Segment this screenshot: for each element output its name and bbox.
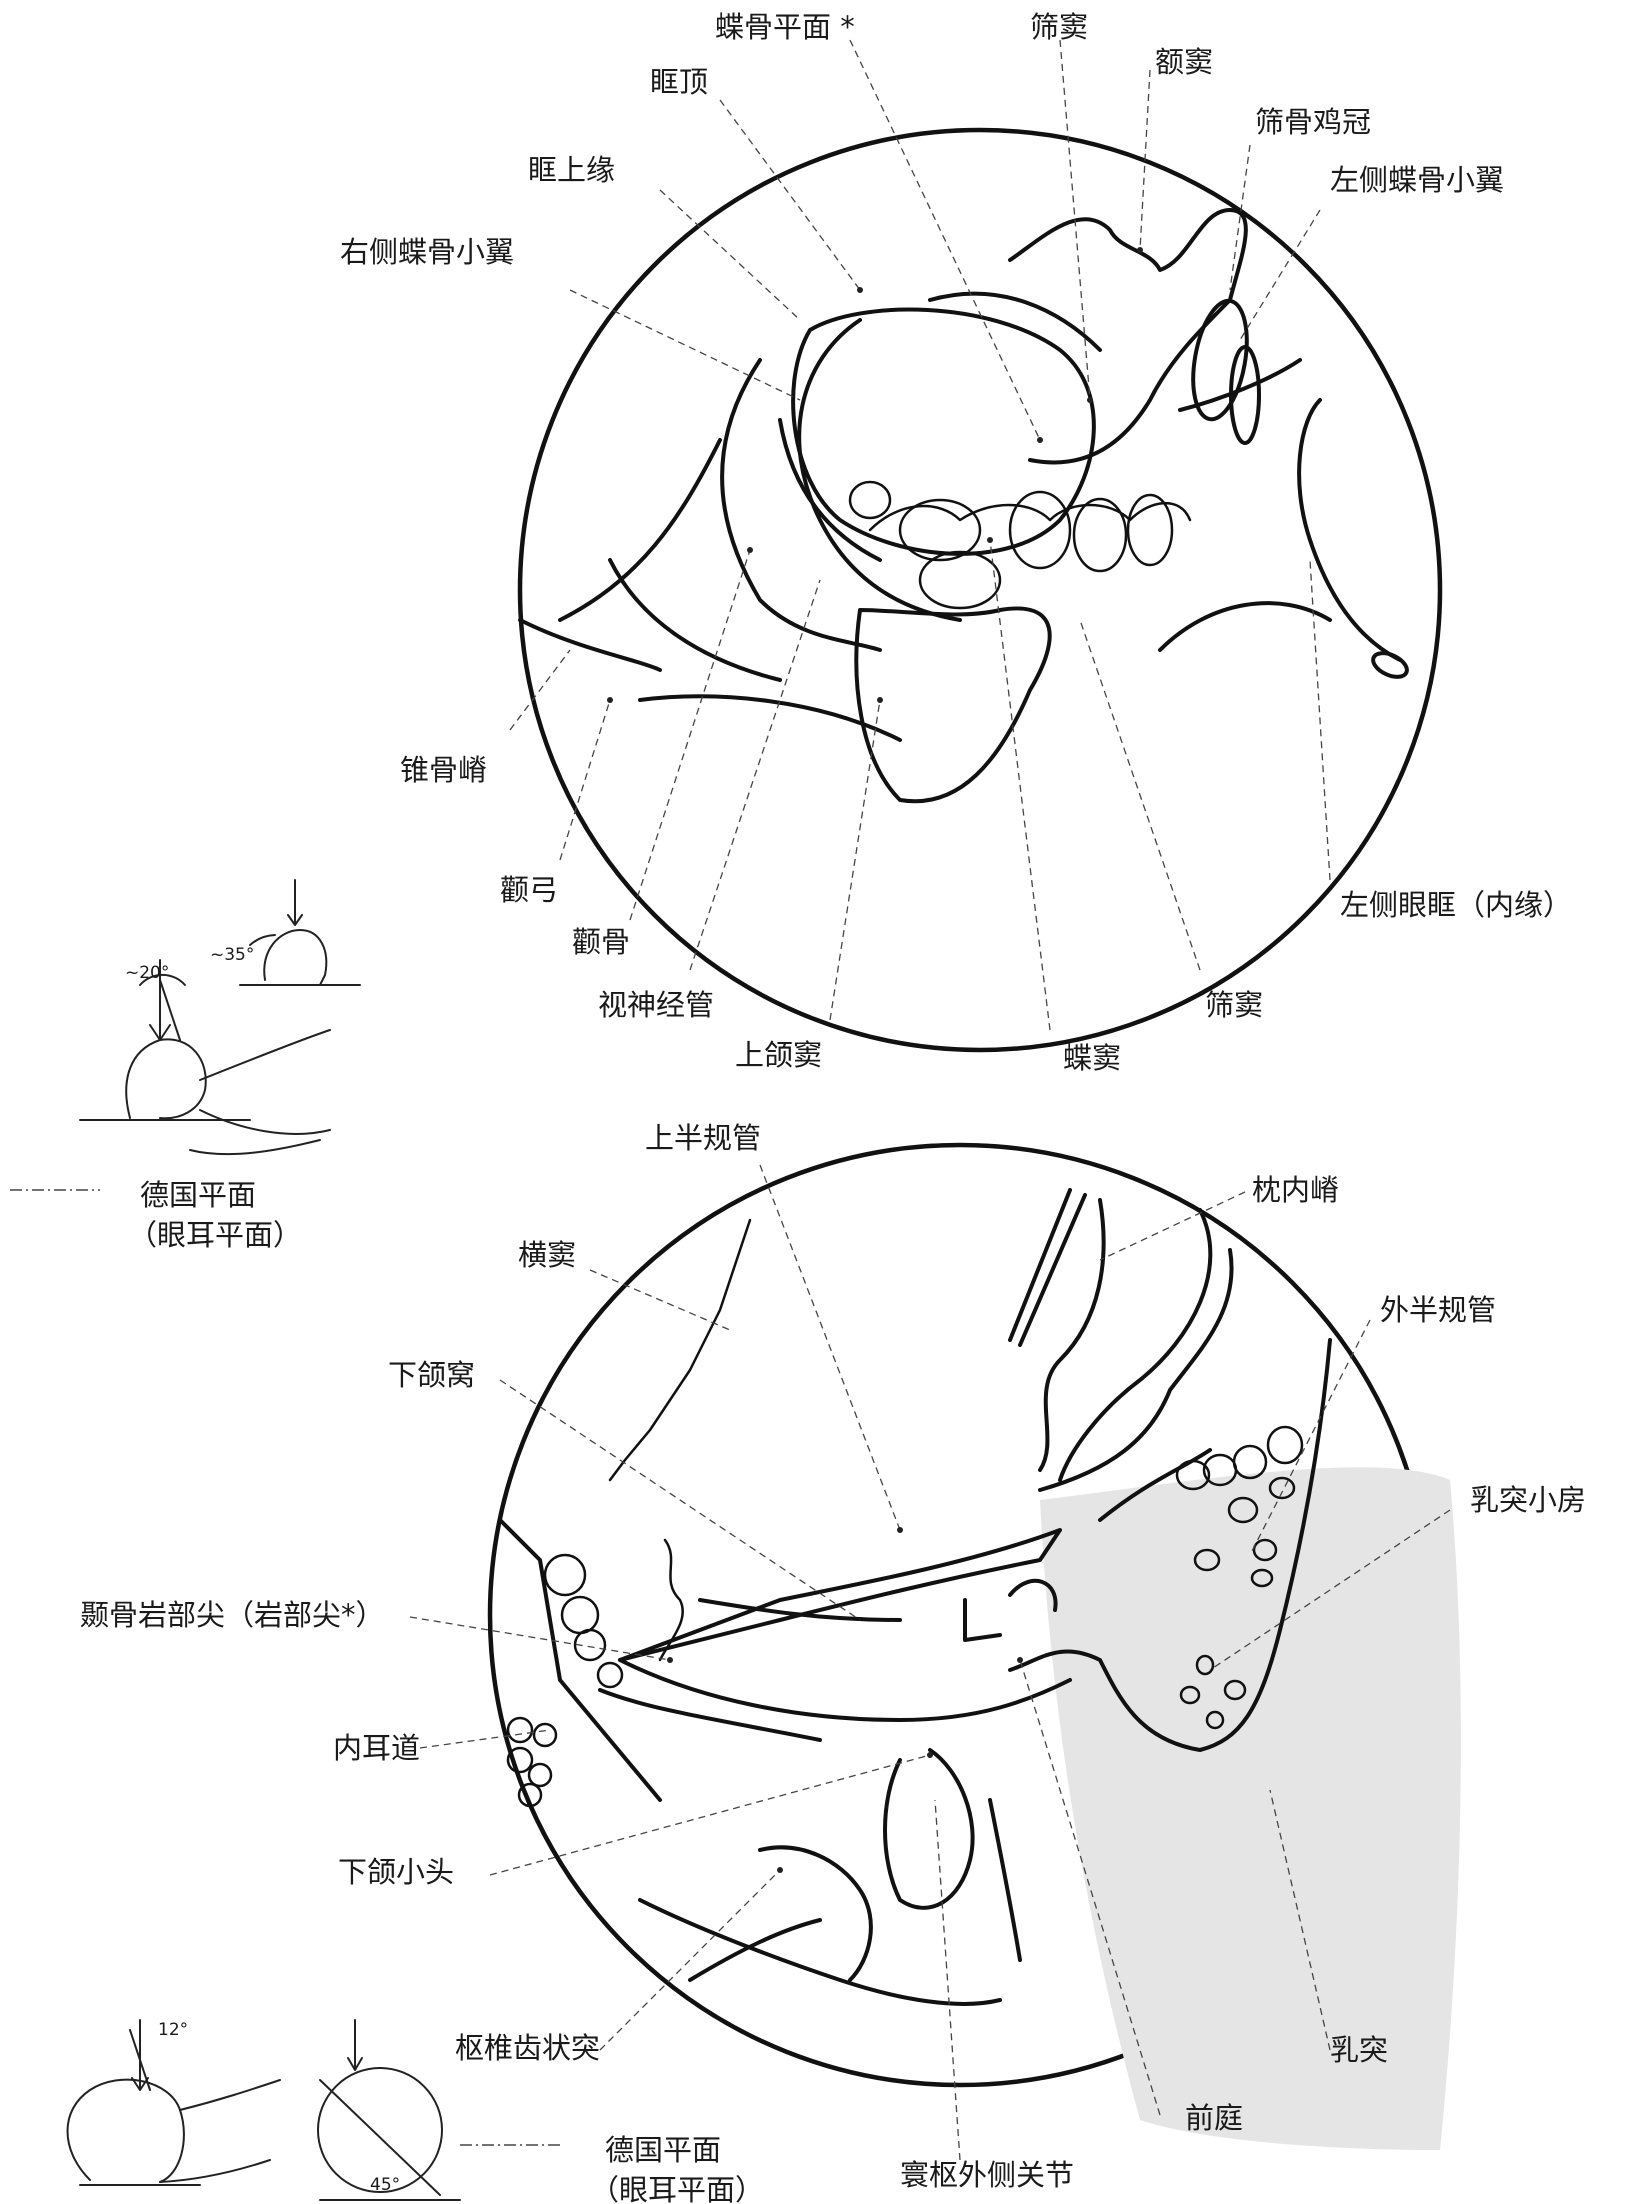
- label-optic-canal: 视神经管: [598, 988, 714, 1022]
- bottom-leader-lines: [409, 1164, 1451, 2161]
- label-ethmoid-sinus-top: 筛窦: [1030, 10, 1088, 44]
- watermark-stamp: [1040, 1467, 1461, 2150]
- label-atlanto-occipital-joint: 寰枢外侧关节: [900, 2158, 1074, 2192]
- label-crista-galli: 筛骨鸡冠: [1255, 105, 1371, 139]
- top-leader-lines: [509, 39, 1331, 1031]
- label-maxillary-sinus: 上颌窦: [735, 1038, 822, 1072]
- top-view-circle: [517, 127, 1443, 1053]
- label-angle-top-1: ~20°: [125, 963, 169, 983]
- label-legend-plane-sub-bottom: （眼耳平面）: [590, 2173, 764, 2204]
- label-angle-top-2: ~35°: [210, 945, 254, 965]
- label-legend-plane-sub-top: （眼耳平面）: [128, 1218, 302, 1252]
- label-mandibular-condyle: 下颌小头: [338, 1855, 454, 1889]
- label-zygomatic-bone: 颧骨: [572, 925, 630, 959]
- label-petrous-apex: 颞骨岩部尖（岩部尖*）: [80, 1598, 385, 1632]
- label-dens: 枢椎齿状突: [455, 2031, 600, 2065]
- label-superior-canal: 上半规管: [645, 1121, 761, 1155]
- top-anatomy-drawing: [518, 208, 1409, 804]
- label-lateral-canal: 外半规管: [1380, 1293, 1496, 1327]
- label-right-lesser-wing: 右侧蝶骨小翼: [340, 235, 514, 269]
- label-frontal-sinus: 额窦: [1155, 45, 1213, 79]
- label-mandibular-fossa: 下颌窝: [388, 1358, 475, 1392]
- label-transverse-sinus: 横窦: [518, 1238, 576, 1272]
- label-internal-auditory-canal: 内耳道: [333, 1731, 420, 1765]
- label-ethmoid-sinus-bottom: 筛窦: [1205, 988, 1263, 1022]
- top-positioning-sketch: ~20° ~35° 德国平面 （眼耳平面）: [10, 879, 361, 1252]
- label-left-lesser-wing: 左侧蝶骨小翼: [1330, 163, 1504, 197]
- label-innominate-line: 锥骨嵴: [400, 753, 487, 787]
- label-mastoid-cells: 乳突小房: [1470, 1483, 1586, 1517]
- label-supraorbital-margin: 眶上缘: [528, 153, 615, 187]
- bottom-labels: 上半规管 枕内嵴 横窦 外半规管 下颌窝 乳突小房 颞骨岩部尖（岩部尖*） 内耳…: [80, 1121, 1586, 2192]
- top-labels: 蝶骨平面 * 筛窦 额窦 眶顶 筛骨鸡冠 左侧蝶骨小翼 眶上缘 右侧蝶骨小翼 锥…: [340, 10, 1572, 1075]
- label-mastoid: 乳突: [1330, 2033, 1388, 2067]
- label-angle-bottom-2: 45°: [370, 2175, 400, 2195]
- label-vestibule: 前庭: [1185, 2101, 1243, 2135]
- label-legend-plane-top: 德国平面: [140, 1178, 256, 1212]
- bottom-panel: 上半规管 枕内嵴 横窦 外半规管 下颌窝 乳突小房 颞骨岩部尖（岩部尖*） 内耳…: [66, 1121, 1586, 2204]
- label-orbital-roof: 眶顶: [650, 65, 708, 99]
- label-sphenoid-sinus: 蝶窦: [1063, 1041, 1121, 1075]
- label-legend-plane-bottom: 德国平面: [605, 2133, 721, 2167]
- top-panel: 蝶骨平面 * 筛窦 额窦 眶顶 筛骨鸡冠 左侧蝶骨小翼 眶上缘 右侧蝶骨小翼 锥…: [10, 10, 1572, 1252]
- label-internal-occipital-crest: 枕内嵴: [1252, 1173, 1339, 1207]
- label-zygomatic-arch: 颧弓: [500, 873, 558, 907]
- bottom-anatomy-drawing: [498, 1188, 1332, 2006]
- label-angle-bottom-1: 12°: [158, 2020, 188, 2040]
- bottom-positioning-sketch: 12° 45° 德国平面 （眼耳平面）: [66, 2019, 764, 2204]
- label-planum-sphenoidale: 蝶骨平面 *: [715, 10, 855, 44]
- label-left-orbit-medial: 左侧眼眶（内缘）: [1340, 888, 1572, 922]
